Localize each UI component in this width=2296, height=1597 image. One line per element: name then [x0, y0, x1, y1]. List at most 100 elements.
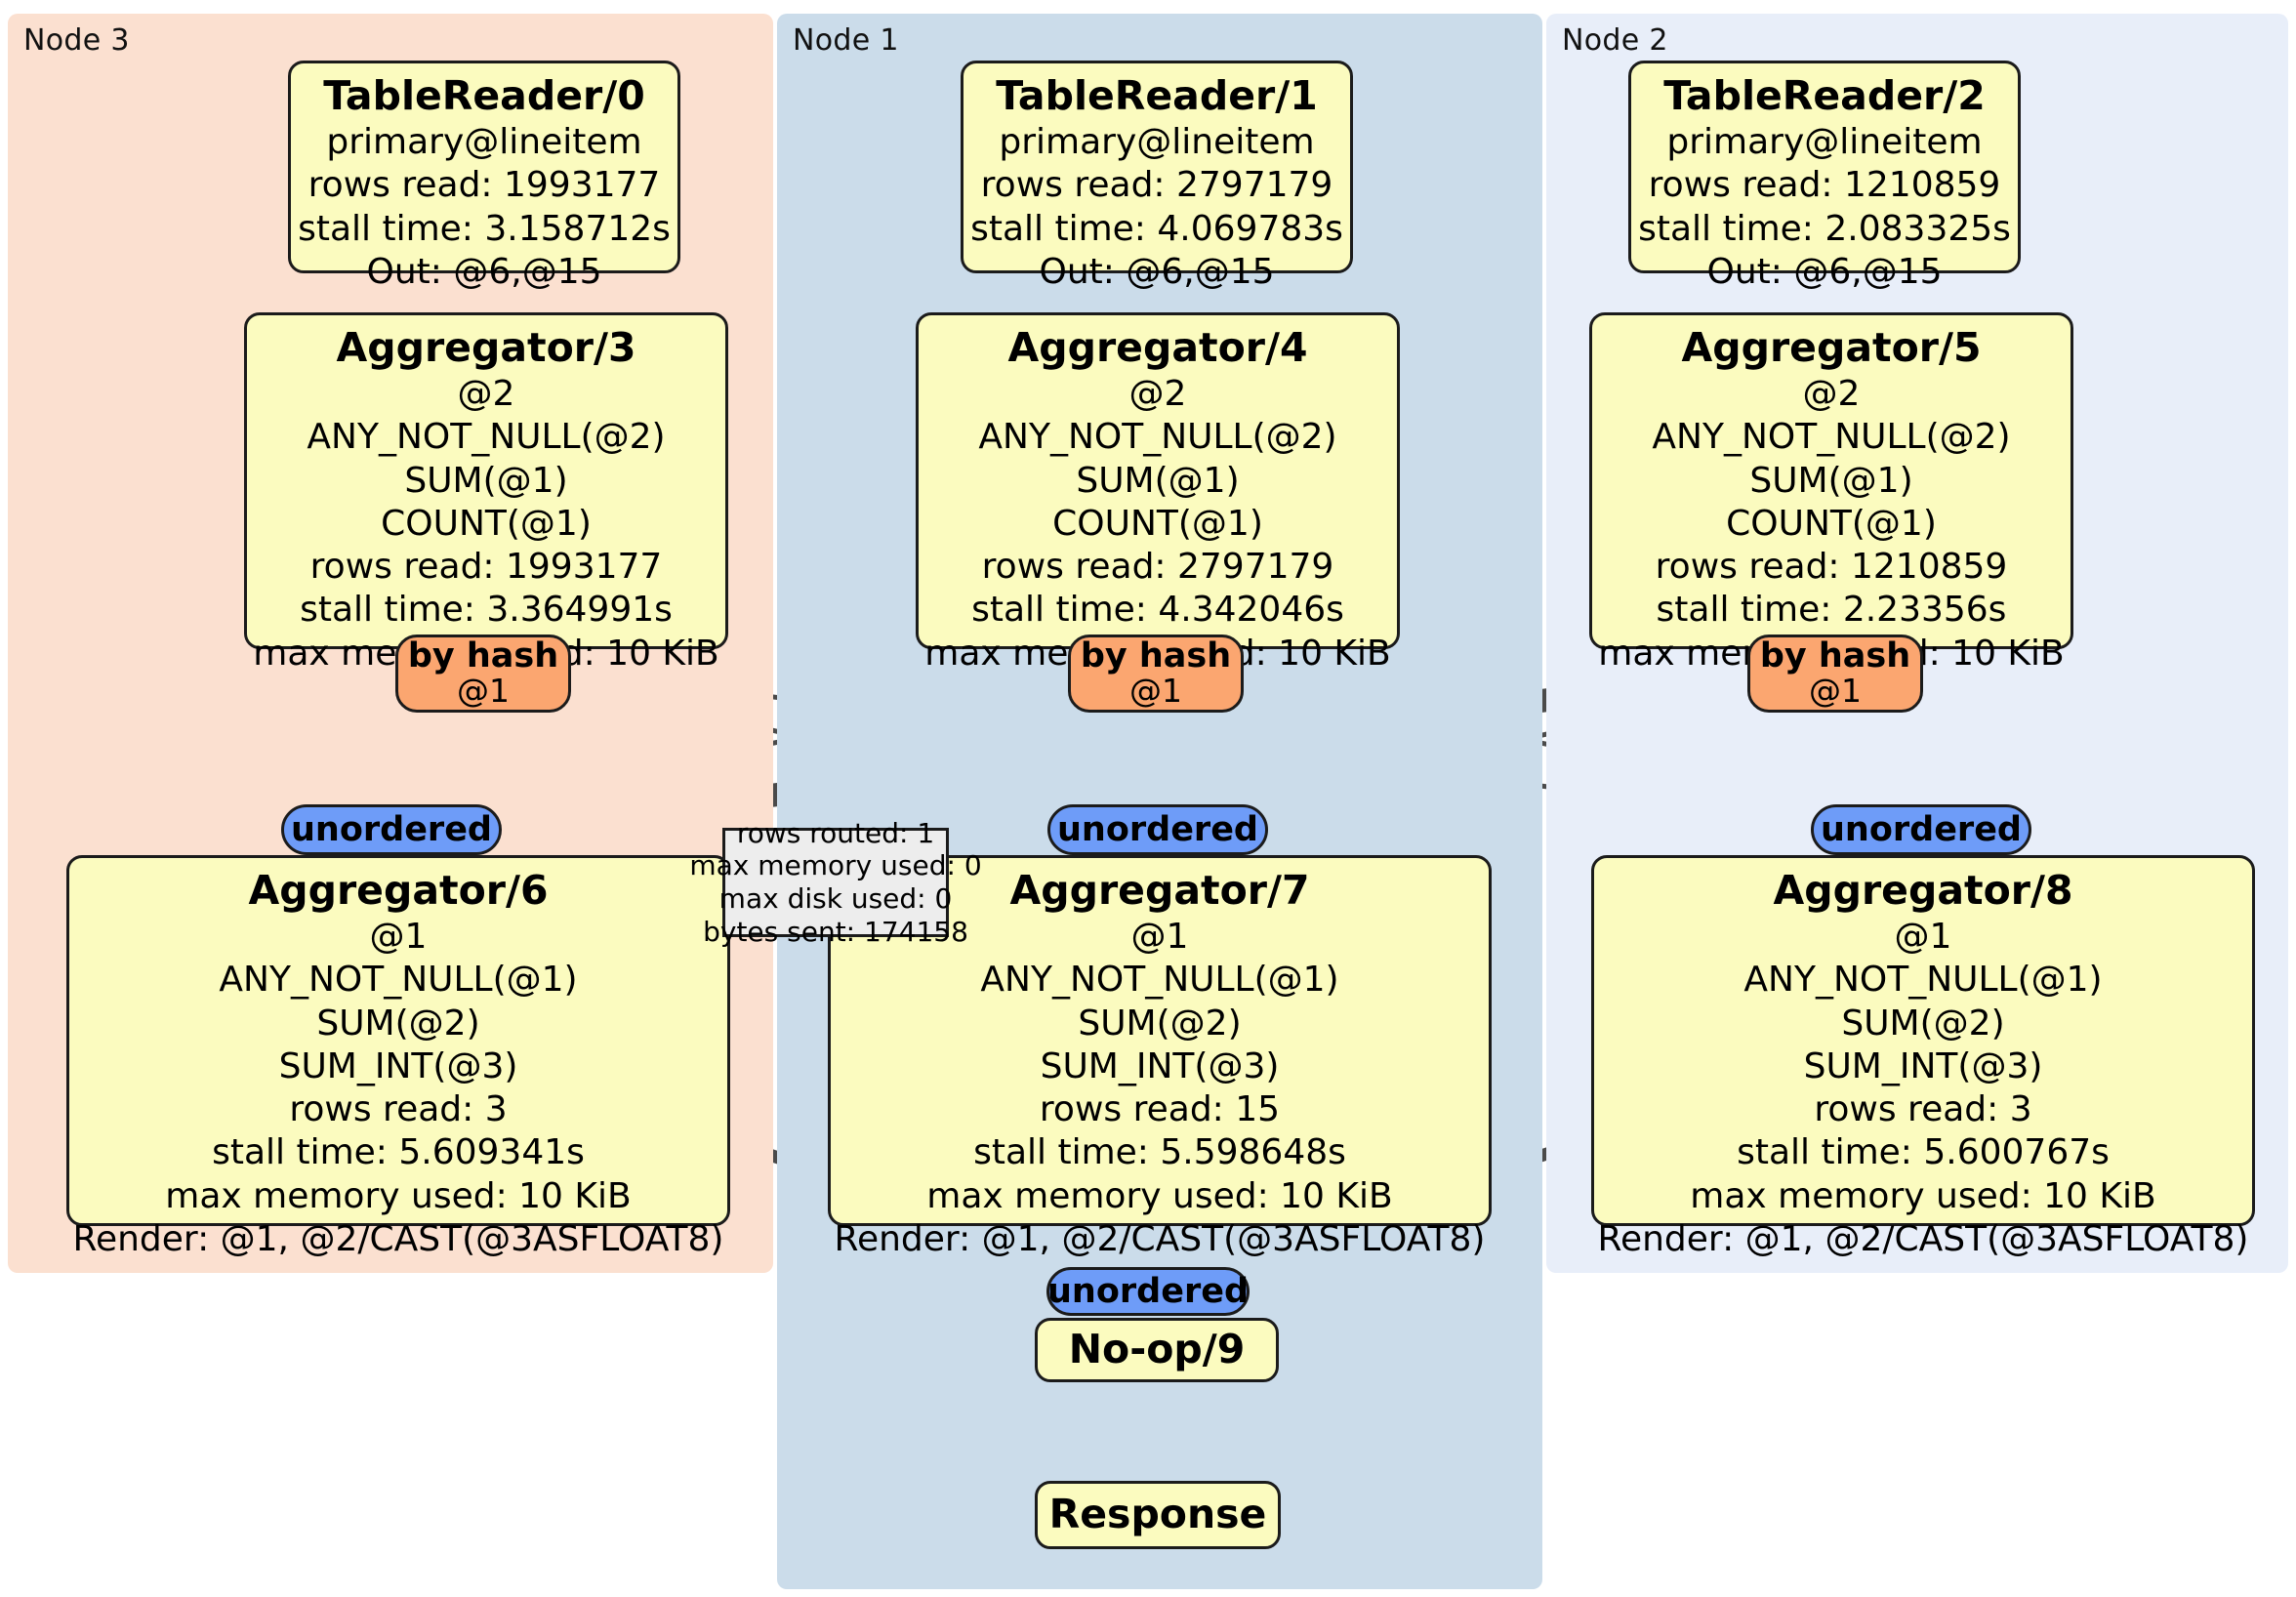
- node-line: SUM(@1): [1749, 460, 1913, 501]
- node-line: @1: [1894, 917, 1952, 958]
- node-line: ANY_NOT_NULL(@2): [307, 417, 666, 458]
- node-title: Aggregator/3: [336, 324, 636, 371]
- node-title: No-op/9: [1068, 1326, 1246, 1373]
- stream-unordered-8[interactable]: unordered: [1811, 804, 2031, 855]
- node-line: @1: [1130, 917, 1189, 958]
- node-title: TableReader/0: [323, 72, 645, 119]
- stream-unordered-7[interactable]: unordered: [1047, 804, 1268, 855]
- node-no-op-9[interactable]: No-op/9: [1035, 1318, 1279, 1382]
- node-line: rows read: 1210859: [1648, 165, 2001, 206]
- node-line: rows read: 2797179: [980, 165, 1333, 206]
- node-line: stall time: 4.342046s: [971, 590, 1344, 631]
- node-aggregator-8[interactable]: Aggregator/8 @1 ANY_NOT_NULL(@1) SUM(@2)…: [1591, 855, 2255, 1259]
- node-line: @2: [1802, 374, 1861, 415]
- node-line: stall time: 2.083325s: [1638, 208, 2011, 249]
- node-title: Response: [1048, 1491, 1267, 1538]
- node-line: rows read: 15: [1039, 1089, 1281, 1130]
- region-label-node-1: Node 1: [793, 23, 899, 58]
- node-title: Aggregator/8: [1773, 867, 2073, 914]
- node-aggregator-5[interactable]: Aggregator/5 @2 ANY_NOT_NULL(@2) SUM(@1)…: [1589, 312, 2073, 674]
- node-line: SUM_INT(@3): [278, 1045, 518, 1086]
- node-title: Aggregator/6: [248, 867, 549, 914]
- node-line: ANY_NOT_NULL(@1): [1743, 960, 2103, 1001]
- node-title: Aggregator/5: [1681, 324, 1982, 371]
- router-by-hash-4[interactable]: by hash @1: [1068, 635, 1244, 713]
- node-line: Out: @6,@15: [1039, 251, 1275, 292]
- node-aggregator-6[interactable]: Aggregator/6 @1 ANY_NOT_NULL(@1) SUM(@2)…: [66, 855, 730, 1259]
- node-line: rows read: 1210859: [1655, 547, 2008, 588]
- node-line: COUNT(@1): [1726, 503, 1937, 544]
- tooltip-line: max disk used: 0: [718, 882, 953, 915]
- stream-stats-tooltip: rows routed: 1 max memory used: 0 max di…: [689, 817, 981, 948]
- node-line: @1: [369, 917, 428, 958]
- node-line: rows read: 3: [1814, 1089, 2032, 1130]
- stream-label: unordered: [291, 809, 492, 849]
- node-line: SUM(@2): [316, 1003, 480, 1044]
- node-line: Render: @1, @2/CAST(@3ASFLOAT8): [834, 1219, 1486, 1259]
- node-line: SUM(@1): [404, 460, 568, 501]
- node-line: stall time: 2.23356s: [1656, 590, 2007, 631]
- router-column: @1: [457, 672, 510, 711]
- router-column: @1: [1129, 672, 1182, 711]
- stream-label: unordered: [1057, 809, 1258, 849]
- node-line: SUM_INT(@3): [1040, 1045, 1280, 1086]
- node-response[interactable]: Response: [1035, 1481, 1281, 1549]
- node-line: SUM(@2): [1078, 1003, 1242, 1044]
- node-tablereader-0[interactable]: TableReader/0 primary@lineitem rows read…: [288, 61, 680, 292]
- node-tablereader-1[interactable]: TableReader/1 primary@lineitem rows read…: [961, 61, 1353, 292]
- node-line: COUNT(@1): [1052, 503, 1263, 544]
- node-line: @2: [457, 374, 515, 415]
- node-line: Render: @1, @2/CAST(@3ASFLOAT8): [1597, 1219, 2249, 1259]
- tooltip-line: bytes sent: 174158: [703, 915, 968, 948]
- node-line: stall time: 5.600767s: [1737, 1132, 2110, 1173]
- router-by-hash-5[interactable]: by hash @1: [1747, 635, 1923, 713]
- node-title: TableReader/1: [996, 72, 1318, 119]
- tooltip-line: max memory used: 0: [689, 849, 982, 882]
- node-line: Out: @6,@15: [1706, 251, 1943, 292]
- node-line: rows read: 3: [289, 1089, 508, 1130]
- node-aggregator-3[interactable]: Aggregator/3 @2 ANY_NOT_NULL(@2) SUM(@1)…: [244, 312, 728, 674]
- node-tablereader-2[interactable]: TableReader/2 primary@lineitem rows read…: [1628, 61, 2021, 292]
- node-line: max memory used: 10 KiB: [926, 1175, 1393, 1216]
- stream-label: unordered: [1047, 1271, 1249, 1311]
- node-line: ANY_NOT_NULL(@1): [219, 960, 578, 1001]
- region-label-node-3: Node 3: [23, 23, 130, 58]
- node-line: @2: [1128, 374, 1187, 415]
- stream-label: unordered: [1821, 809, 2022, 849]
- node-line: max memory used: 10 KiB: [165, 1175, 632, 1216]
- node-line: SUM(@2): [1841, 1003, 2005, 1044]
- node-aggregator-7[interactable]: Aggregator/7 @1 ANY_NOT_NULL(@1) SUM(@2)…: [828, 855, 1492, 1259]
- node-line: Out: @6,@15: [366, 251, 602, 292]
- node-line: rows read: 2797179: [981, 547, 1334, 588]
- node-title: Aggregator/4: [1007, 324, 1308, 371]
- router-by-hash-3[interactable]: by hash @1: [395, 635, 571, 713]
- node-line: Render: @1, @2/CAST(@3ASFLOAT8): [72, 1219, 724, 1259]
- node-line: SUM(@1): [1076, 460, 1240, 501]
- node-line: SUM_INT(@3): [1803, 1045, 2043, 1086]
- node-title: TableReader/2: [1663, 72, 1986, 119]
- node-line: stall time: 5.609341s: [212, 1132, 585, 1173]
- node-line: ANY_NOT_NULL(@2): [1652, 417, 2011, 458]
- router-column: @1: [1809, 672, 1862, 711]
- node-line: stall time: 5.598648s: [973, 1132, 1346, 1173]
- node-line: stall time: 3.364991s: [300, 590, 673, 631]
- node-line: rows read: 1993177: [308, 165, 661, 206]
- node-line: COUNT(@1): [381, 503, 592, 544]
- tooltip-line: rows routed: 1: [736, 816, 935, 849]
- node-line: ANY_NOT_NULL(@2): [978, 417, 1337, 458]
- node-line: primary@lineitem: [999, 122, 1315, 163]
- region-label-node-2: Node 2: [1562, 23, 1668, 58]
- node-title: Aggregator/7: [1009, 867, 1310, 914]
- node-line: max memory used: 10 KiB: [1690, 1175, 2156, 1216]
- node-line: stall time: 3.158712s: [298, 208, 671, 249]
- node-line: rows read: 1993177: [309, 547, 663, 588]
- router-label: by hash: [407, 636, 559, 676]
- node-line: primary@lineitem: [1666, 122, 1983, 163]
- router-label: by hash: [1759, 636, 1911, 676]
- stream-unordered-9[interactable]: unordered: [1046, 1267, 1250, 1316]
- node-aggregator-4[interactable]: Aggregator/4 @2 ANY_NOT_NULL(@2) SUM(@1)…: [916, 312, 1400, 674]
- node-line: ANY_NOT_NULL(@1): [980, 960, 1339, 1001]
- stream-unordered-6[interactable]: unordered: [281, 804, 502, 855]
- router-label: by hash: [1080, 636, 1232, 676]
